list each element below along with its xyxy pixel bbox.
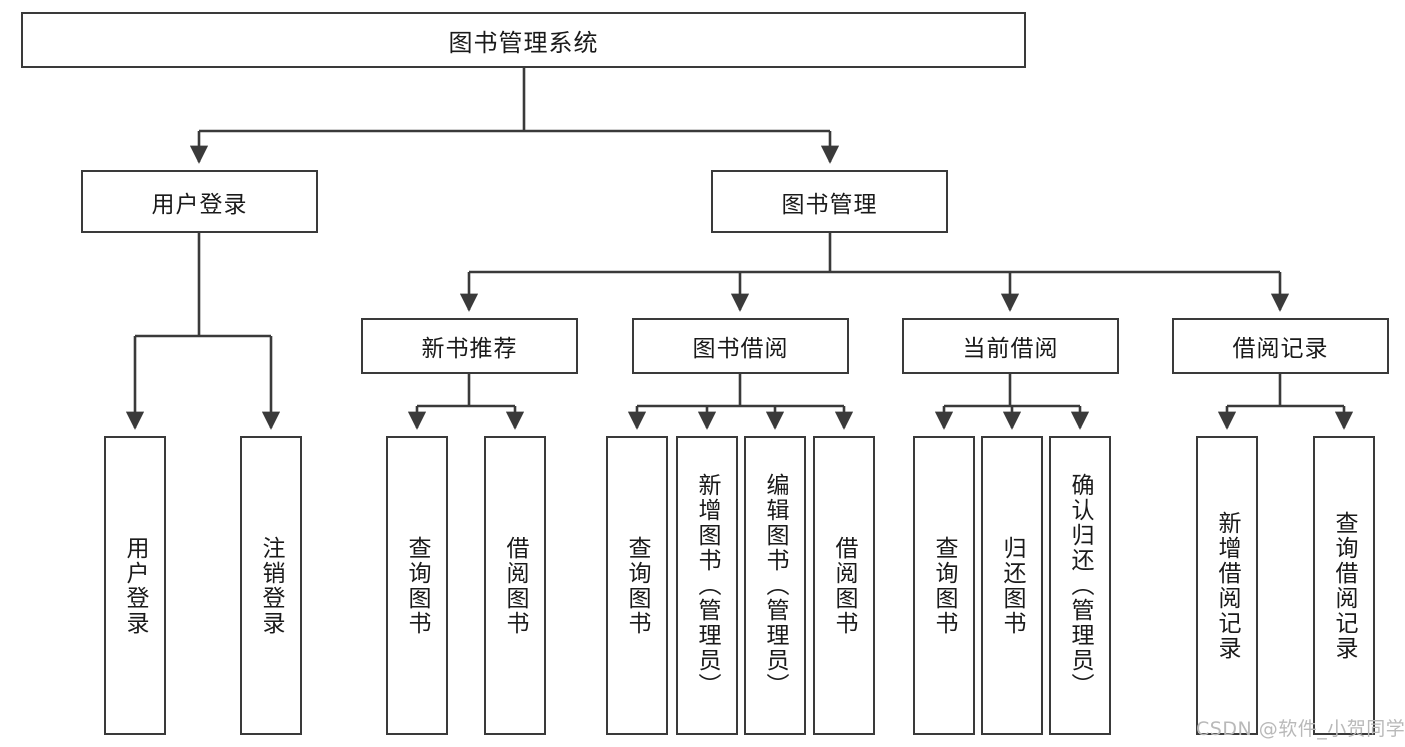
leaf-query-borrow-record[interactable]: 查询借阅记录 xyxy=(1313,436,1375,735)
csdn-watermark: CSDN @软件_小贺同学 xyxy=(1196,718,1405,740)
node-borrow-record[interactable]: 借阅记录 xyxy=(1172,318,1389,374)
leaf-query-book-current[interactable]: 查询图书 xyxy=(913,436,975,735)
leaf-user-login[interactable]: 用户登录 xyxy=(104,436,166,735)
leaf-return-book[interactable]: 归还图书 xyxy=(981,436,1043,735)
node-book-management[interactable]: 图书管理 xyxy=(711,170,948,233)
leaf-borrow-book-recommend[interactable]: 借阅图书 xyxy=(484,436,546,735)
leaf-add-book-admin[interactable]: 新增图书（管理员） xyxy=(676,436,738,735)
leaf-logout-login[interactable]: 注销登录 xyxy=(240,436,302,735)
leaf-add-borrow-record[interactable]: 新增借阅记录 xyxy=(1196,436,1258,735)
leaf-edit-book-admin[interactable]: 编辑图书（管理员） xyxy=(744,436,806,735)
node-book-borrow[interactable]: 图书借阅 xyxy=(632,318,849,374)
node-new-book-recommend[interactable]: 新书推荐 xyxy=(361,318,578,374)
node-current-borrow[interactable]: 当前借阅 xyxy=(902,318,1119,374)
leaf-query-book-recommend[interactable]: 查询图书 xyxy=(386,436,448,735)
leaf-confirm-return-admin[interactable]: 确认归还（管理员） xyxy=(1049,436,1111,735)
leaf-query-book-borrow[interactable]: 查询图书 xyxy=(606,436,668,735)
node-root-book-management-system[interactable]: 图书管理系统 xyxy=(21,12,1026,68)
leaf-borrow-book[interactable]: 借阅图书 xyxy=(813,436,875,735)
node-user-login[interactable]: 用户登录 xyxy=(81,170,318,233)
